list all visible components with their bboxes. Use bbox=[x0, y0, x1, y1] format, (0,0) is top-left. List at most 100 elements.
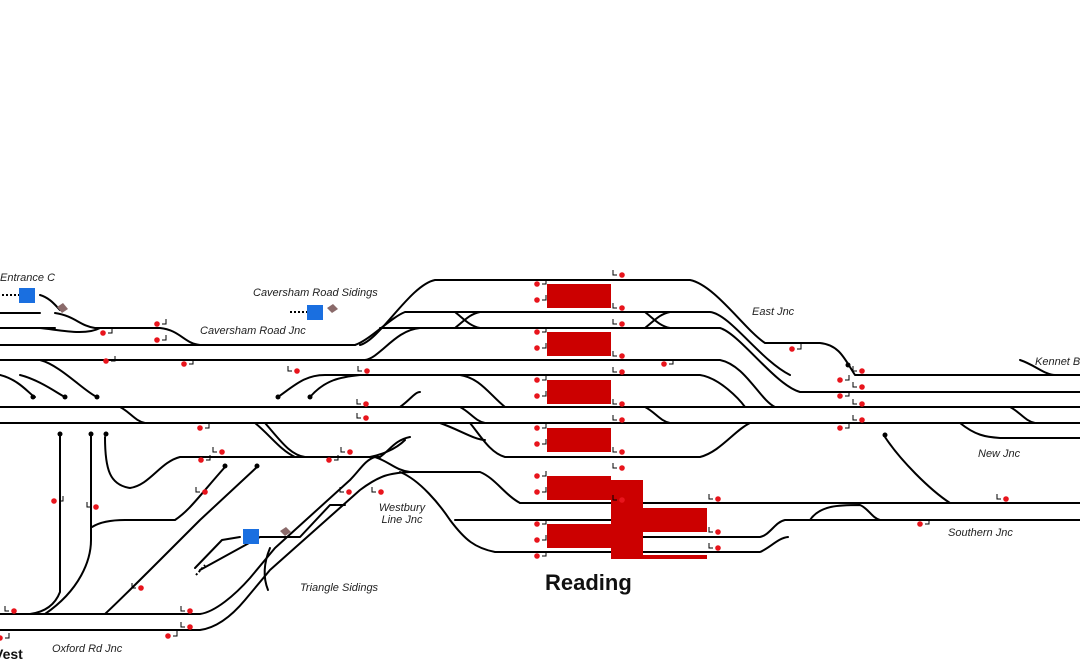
signal-head bbox=[346, 489, 352, 495]
signal-head bbox=[187, 624, 193, 630]
signal-head bbox=[534, 473, 540, 479]
signal-post bbox=[195, 487, 200, 493]
signal-post bbox=[111, 356, 116, 362]
signal-post bbox=[173, 631, 178, 637]
track-west-7 bbox=[263, 547, 271, 591]
label-caversham-road-sidings: Caversham Road Sidings bbox=[253, 287, 378, 299]
signal-head bbox=[1003, 496, 1009, 502]
signal-head bbox=[534, 489, 540, 495]
signal-post bbox=[339, 487, 344, 493]
signal-post bbox=[852, 366, 857, 372]
track-line-13 bbox=[399, 471, 616, 553]
label-oxford-rd-jnc: Oxford Rd Jnc bbox=[52, 643, 123, 655]
signal-post bbox=[612, 303, 617, 309]
track-upper-loop bbox=[359, 279, 1080, 376]
track-crossover-a bbox=[454, 311, 481, 329]
label-triangle-sidings: Triangle Sidings bbox=[300, 582, 379, 594]
label-kennet-b: Kennet B bbox=[1035, 356, 1080, 368]
track-lines bbox=[0, 279, 1080, 631]
siding-marker-triangle bbox=[243, 529, 259, 544]
siding-dots bbox=[2, 294, 308, 576]
signal-head bbox=[715, 529, 721, 535]
signal-head bbox=[197, 425, 203, 431]
signal-head bbox=[0, 635, 3, 641]
label-westbury-line-jnc-line2: Line Jnc bbox=[381, 514, 423, 526]
signal-head bbox=[619, 497, 625, 503]
track-line-12 bbox=[374, 456, 616, 504]
label-east-jnc: East Jnc bbox=[752, 306, 795, 318]
track-line-17 bbox=[959, 422, 1080, 439]
buffer-stops bbox=[57, 303, 338, 536]
signal-post bbox=[542, 535, 547, 541]
signal-head bbox=[534, 425, 540, 431]
signal-head bbox=[154, 321, 160, 327]
signal-post bbox=[708, 494, 713, 500]
platform-3 bbox=[547, 380, 611, 404]
signal-post bbox=[845, 423, 850, 429]
signal-head bbox=[534, 521, 540, 527]
track-line-15 bbox=[639, 436, 1080, 504]
signal-head bbox=[51, 498, 57, 504]
signal-post bbox=[708, 543, 713, 549]
signal-post bbox=[996, 494, 1001, 500]
signal-head bbox=[378, 489, 384, 495]
signal-post bbox=[612, 351, 617, 357]
signals bbox=[0, 270, 1009, 641]
signal-post bbox=[189, 359, 194, 365]
track-line-5 bbox=[199, 359, 776, 408]
signal-head bbox=[715, 496, 721, 502]
label-westbury-line-jnc-line1: Westbury bbox=[378, 502, 426, 514]
platform-bay-east bbox=[643, 508, 707, 532]
track-west-8 bbox=[194, 536, 241, 569]
signal-post bbox=[708, 527, 713, 533]
signal-head bbox=[789, 346, 795, 352]
signal-head bbox=[181, 361, 187, 367]
signal-post bbox=[356, 399, 361, 405]
track-line-18 bbox=[1019, 359, 1056, 376]
signal-post bbox=[180, 606, 185, 612]
signal-head bbox=[294, 368, 300, 374]
signal-post bbox=[542, 343, 547, 349]
signal-post bbox=[356, 413, 361, 419]
track-west-5 bbox=[104, 466, 258, 615]
track-crossover-b bbox=[644, 311, 671, 329]
label-entrance-c: Entrance C bbox=[0, 272, 56, 284]
signal-head bbox=[198, 457, 204, 463]
signal-post bbox=[59, 496, 64, 502]
label-caversham-road-jnc: Caversham Road Jnc bbox=[200, 325, 306, 337]
signal-post bbox=[852, 382, 857, 388]
signal-post bbox=[797, 344, 802, 350]
track-end-dots bbox=[30, 362, 888, 469]
signal-post bbox=[612, 367, 617, 373]
signal-head bbox=[364, 368, 370, 374]
signal-post bbox=[542, 279, 547, 285]
signal-post bbox=[4, 606, 9, 612]
signal-post bbox=[669, 359, 674, 365]
track-line-8 bbox=[379, 374, 746, 408]
signal-head bbox=[619, 305, 625, 311]
track-west-2 bbox=[44, 434, 226, 615]
signal-head bbox=[165, 633, 171, 639]
signal-post bbox=[542, 375, 547, 381]
siding-marker-entrance-c bbox=[19, 288, 35, 303]
signal-head bbox=[619, 369, 625, 375]
signal-post bbox=[542, 439, 547, 445]
signal-post bbox=[925, 519, 930, 525]
track-line-2 bbox=[0, 311, 791, 376]
signal-post bbox=[542, 471, 547, 477]
signal-post bbox=[162, 319, 167, 325]
track-line-7 bbox=[277, 374, 506, 408]
signal-head bbox=[534, 377, 540, 383]
signal-head bbox=[187, 608, 193, 614]
label-southern-jnc: Southern Jnc bbox=[948, 527, 1013, 539]
signal-post bbox=[205, 423, 210, 429]
signal-post bbox=[180, 622, 185, 628]
signal-post bbox=[287, 366, 292, 372]
signal-post bbox=[612, 415, 617, 421]
signal-post bbox=[845, 391, 850, 397]
signal-post bbox=[845, 375, 850, 381]
siding-marker-caversham bbox=[307, 305, 323, 320]
signal-post bbox=[108, 328, 113, 334]
signal-post bbox=[340, 447, 345, 453]
